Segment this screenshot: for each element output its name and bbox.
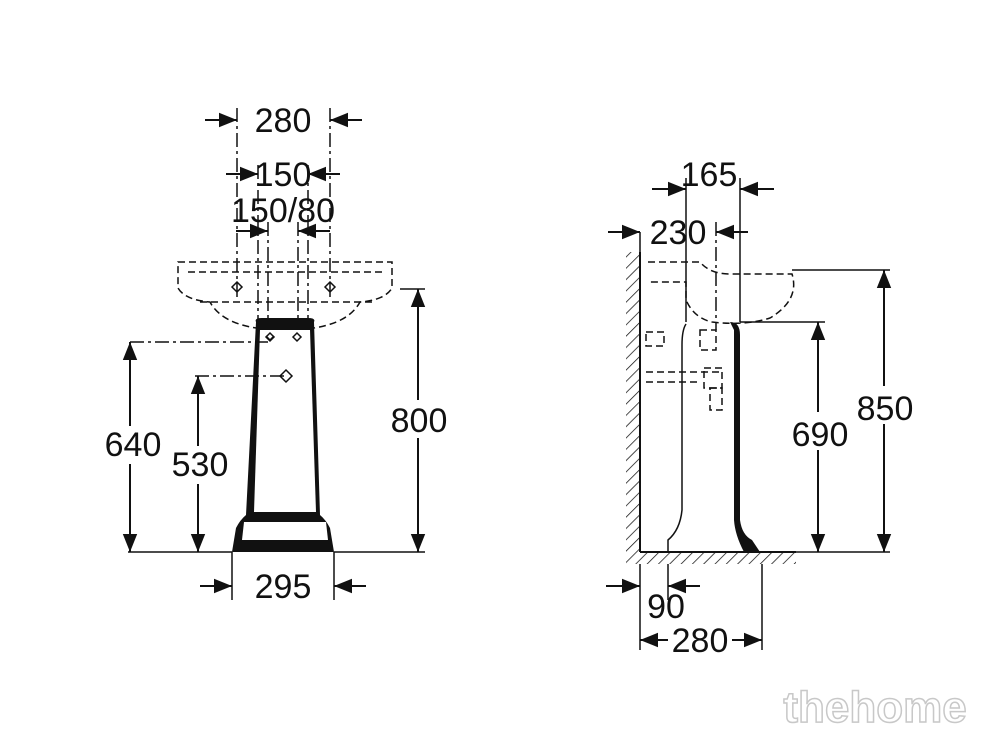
tap-hole-centerlines <box>230 108 337 335</box>
dim-label-800: 800 <box>391 402 448 440</box>
dim-label-530: 530 <box>172 446 229 484</box>
dim-label-690: 690 <box>792 416 849 454</box>
dim-label-150: 150 <box>255 156 312 194</box>
dim-label-280-front: 280 <box>255 102 312 140</box>
front-dimension-arrows <box>122 112 426 594</box>
watermark-logo: thehome <box>783 683 966 732</box>
pedestal-side <box>645 322 760 552</box>
front-view: 280 150 150/80 640 530 800 295 <box>96 102 452 606</box>
dim-label-295: 295 <box>255 568 312 606</box>
wall-hatched <box>626 252 641 552</box>
dim-label-640: 640 <box>105 426 162 464</box>
dim-label-230: 230 <box>650 214 707 252</box>
dim-label-90: 90 <box>647 588 685 626</box>
pedestal-front <box>232 318 334 552</box>
dim-label-150-80: 150/80 <box>231 192 335 230</box>
dim-label-850: 850 <box>857 390 914 428</box>
basin-front-outline <box>177 261 393 331</box>
dim-label-280-side: 280 <box>672 622 729 660</box>
side-view: 165 230 690 850 90 280 <box>606 156 918 660</box>
floor-hatched <box>626 551 796 564</box>
side-dimension-arrows <box>606 181 892 648</box>
dim-label-165: 165 <box>681 156 738 194</box>
basin-side-profile <box>648 261 795 325</box>
